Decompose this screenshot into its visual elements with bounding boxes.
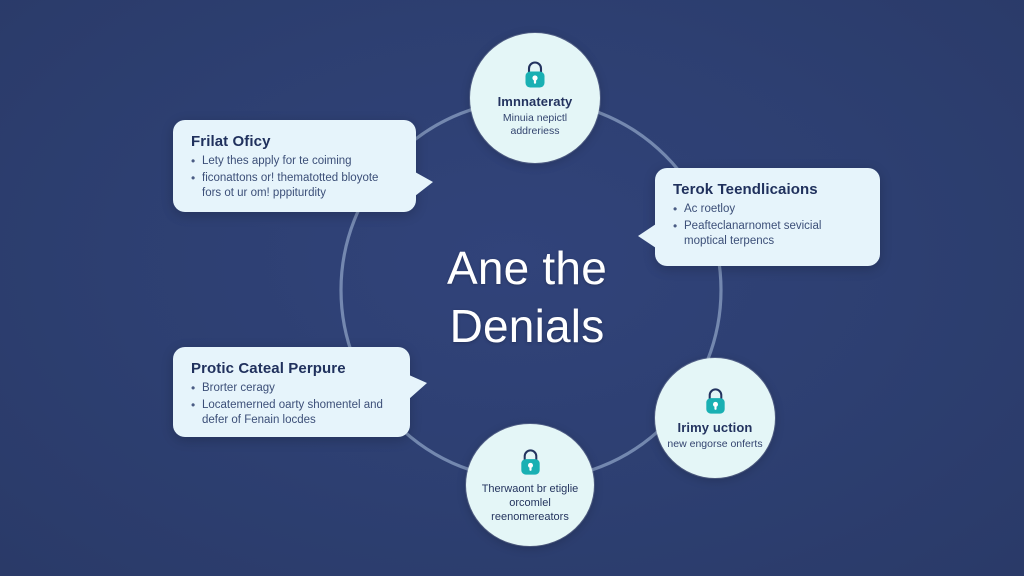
lock-icon [520, 58, 550, 92]
lock-icon [516, 446, 545, 479]
cycle-node-title: Irimy uction [677, 420, 753, 436]
center-title-line2: Denials [449, 299, 605, 352]
card-bullet: Locatemerned oarty shomentel and defer o… [191, 397, 394, 429]
center-title-line1: Ane the [447, 242, 607, 294]
cycle-node-right[interactable]: Irimy uction new engorse onferts [655, 358, 775, 478]
cycle-node-top[interactable]: Imnnateraty Minuia nepictl addreriess [470, 33, 600, 163]
callout-card-top-left[interactable]: Frilat Oficy Lety thes apply for te coim… [173, 120, 433, 212]
center-title: Ane the Denials [372, 240, 682, 355]
callout-tail [409, 375, 427, 399]
card-bullet: Brorter ceragy [191, 380, 394, 397]
card-bullet: Lety thes apply for te coiming [191, 153, 400, 170]
card-bullet: Ac roetloy [673, 201, 864, 218]
card-title: Terok Teendlicaions [673, 181, 818, 198]
card-title: Frilat Oficy [191, 133, 271, 150]
callout-tail [415, 172, 433, 196]
cycle-node-subtitle: new engorse onferts [667, 437, 763, 450]
cycle-node-subtitle: Minuia nepictl addreriess [502, 111, 568, 137]
card-title: Protic Cateal Perpure [191, 360, 346, 377]
card-bullet: Peafteclanarnomet sevicial moptical terp… [673, 218, 864, 250]
callout-tail [638, 224, 656, 248]
card-bullet: ficonattons or! thematotted bloyote fors… [191, 170, 400, 202]
cycle-node-title: Imnnateraty [497, 94, 573, 110]
card-bullet-list: Ac roetloy Peafteclanarnomet sevicial mo… [673, 201, 864, 250]
card-bullet-list: Lety thes apply for te coiming ficonatto… [191, 153, 400, 202]
callout-card-right[interactable]: Terok Teendlicaions Ac roetloy Peaftecla… [638, 168, 880, 266]
cycle-node-subtitle: Therwaont br etiglie orcomlel reenomerea… [481, 482, 579, 524]
callout-card-bottom-left[interactable]: Protic Cateal Perpure Brorter ceragy Loc… [173, 347, 427, 437]
card-bullet-list: Brorter ceragy Locatemerned oarty shomen… [191, 380, 394, 429]
cycle-node-bottom[interactable]: Therwaont br etiglie orcomlel reenomerea… [466, 424, 594, 546]
lock-icon [701, 385, 730, 418]
